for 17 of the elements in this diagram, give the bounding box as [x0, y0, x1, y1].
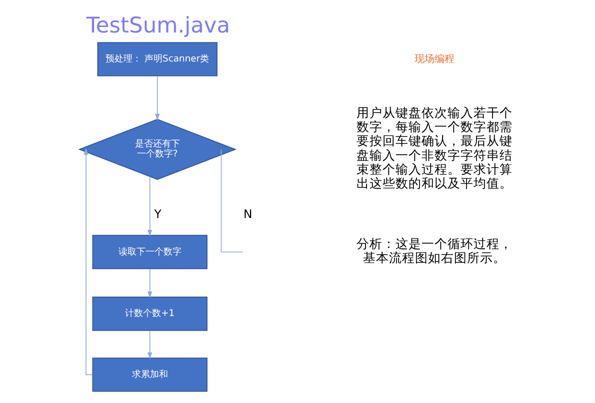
node-box: 预处理： 声明Scanner类	[96, 42, 217, 76]
edge-label: N	[243, 206, 252, 221]
node-box: 读取下一个数字	[92, 234, 207, 270]
label: 用户从键盘依次输入若干个数字，每输入一个数字都需要按回车键确认，最后从键盘输入一个非数字字符串结束整个输入过程。要求计算出这些数的和以及平均值。	[356, 104, 512, 191]
arrow	[147, 330, 152, 360]
node-box: 计数个数+1	[92, 296, 207, 331]
node-box: 求累加和	[92, 358, 207, 392]
arrow	[147, 176, 152, 237]
arrow	[147, 268, 152, 298]
label: 现场编程	[414, 54, 454, 65]
connector	[220, 148, 243, 252]
node-diamond: 是否还有下一个数字?	[78, 118, 236, 180]
label: 分析：这是一个循环过程，基本流程图如右图所示。	[356, 236, 512, 266]
arrow	[83, 148, 92, 376]
arrow	[154, 76, 160, 120]
diagram-title: TestSum.java	[86, 13, 230, 38]
edge-label: Y	[154, 206, 161, 221]
